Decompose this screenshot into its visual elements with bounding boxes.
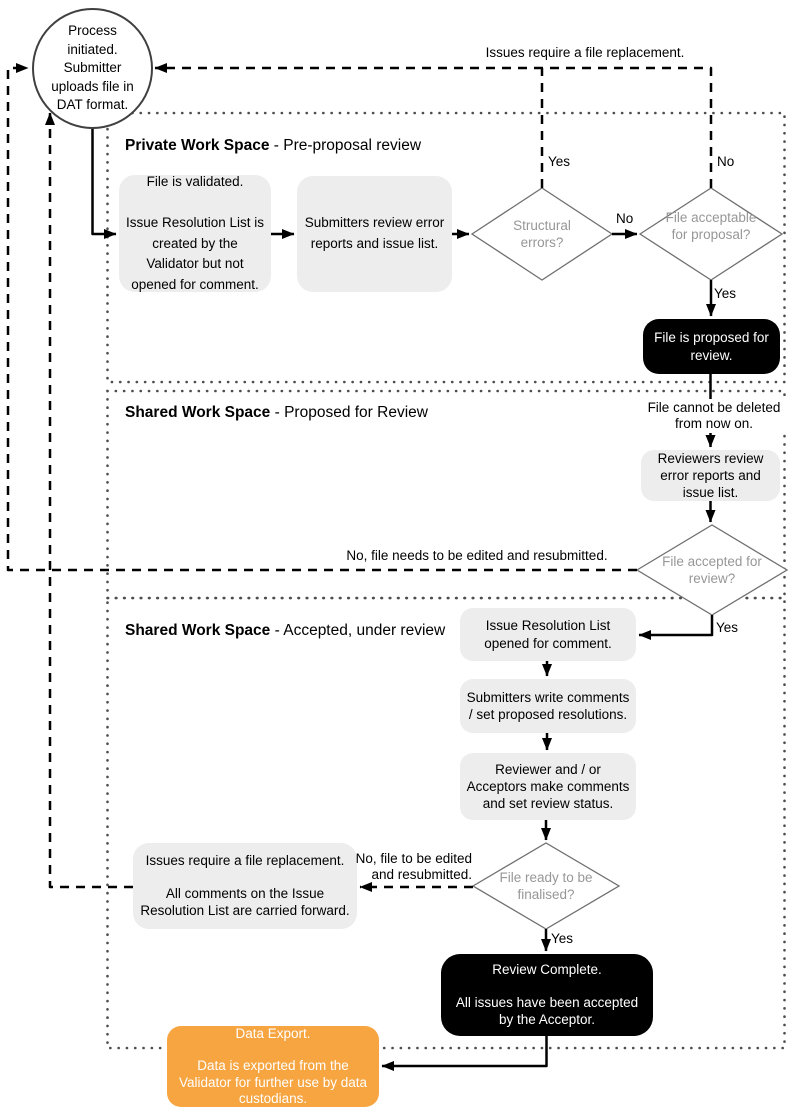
node-issues-replacement: Issues require a file replacement. All c… [133,843,357,929]
diamond-file-accepted [635,524,789,616]
section-title-shared-accepted: Shared Work Space - Accepted, under revi… [125,622,446,639]
edge-label-no-between-diamonds: No [616,211,634,226]
section-shared-proposed-border [106,389,786,600]
edge-complete-to-export [381,1035,548,1071]
edge-label-yes-to-proposed: Yes [714,286,737,301]
node-submitters-write: Submitters write comments / set proposed… [460,679,636,733]
diamond-file-acceptable [638,187,784,281]
node-file-proposed: File is proposed for review. [643,319,780,374]
section-title-private: Private Work Space - Pre-proposal review [125,137,422,154]
edge-label-yes-finalised: Yes [551,931,574,946]
edge-label-yes-structural: Yes [548,154,571,169]
node-review-complete: Review Complete. All issues have been ac… [441,954,653,1036]
edge-issues-to-start [45,112,133,889]
diamond-file-ready [471,842,621,930]
edge-label-yes-accepted: Yes [716,620,739,635]
edge-label-no-acceptable: No [717,154,735,169]
diamond-label-file-ready: File ready to be finalised? [499,870,593,902]
diamond-label-file-accepted: File accepted for review? [662,554,762,586]
node-reviewer-acceptors: Reviewer and / or Acceptors make comment… [460,753,636,820]
edge-accepted-to-irl [638,615,714,640]
diamond-label-structural-errors: Structural errors? [513,218,571,250]
edge-label-file-cannot-be-deleted: File cannot be deleted from now on. [642,399,786,433]
edge-label-issues-require-replacement: Issues require a file replacement. [485,45,685,60]
node-data-export: Data Export. Data is exported from the V… [167,1026,379,1107]
node-irl-opened: Issue Resolution List opened for comment… [460,608,636,661]
edge-replacement-to-start [154,63,713,188]
edge-label-no-to-be-edited: No, file to be edited and resubmitted. [355,851,472,882]
node-submitters-review: Submitters review error reports and issu… [297,176,452,292]
start-node: Process initiated. Submitter uploads fil… [32,8,153,129]
node-reviewers-review: Reviewers review error reports and issue… [641,450,780,501]
section-title-shared-proposed: Shared Work Space - Proposed for Review [125,404,428,421]
diamond-label-file-acceptable: File acceptable for proposal? [665,210,757,242]
node-file-validated: File is validated. Issue Resolution List… [119,174,271,292]
edge-label-no-needs-edit: No, file needs to be edited and resubmit… [346,548,608,563]
edge-notaccepted-to-start [6,63,637,572]
edge-start-to-validated [91,128,117,239]
start-node-label: Process initiated. Submitter uploads fil… [51,22,134,113]
